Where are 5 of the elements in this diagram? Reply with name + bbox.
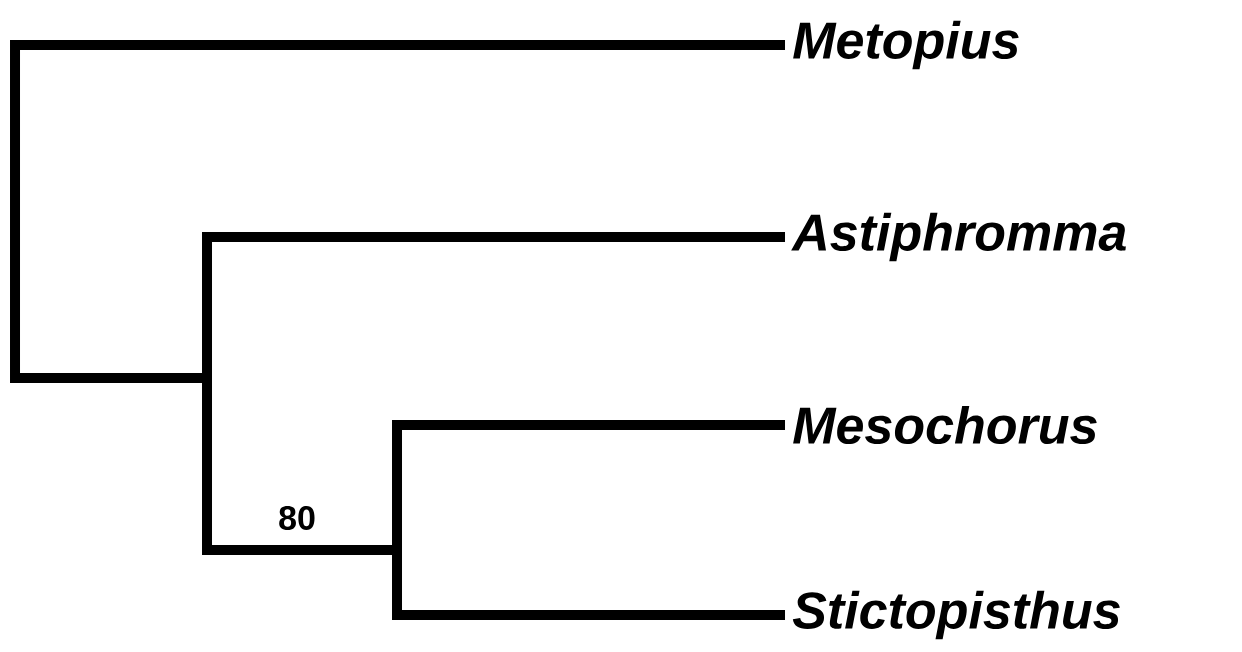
taxon-label: Metopius: [793, 20, 1019, 70]
taxon-label: Astiphromma: [791, 212, 1126, 262]
taxon-label: Mesochorus: [793, 405, 1097, 445]
taxon-label: Stictopisthus: [792, 590, 1120, 640]
support-value: 80: [279, 505, 315, 531]
